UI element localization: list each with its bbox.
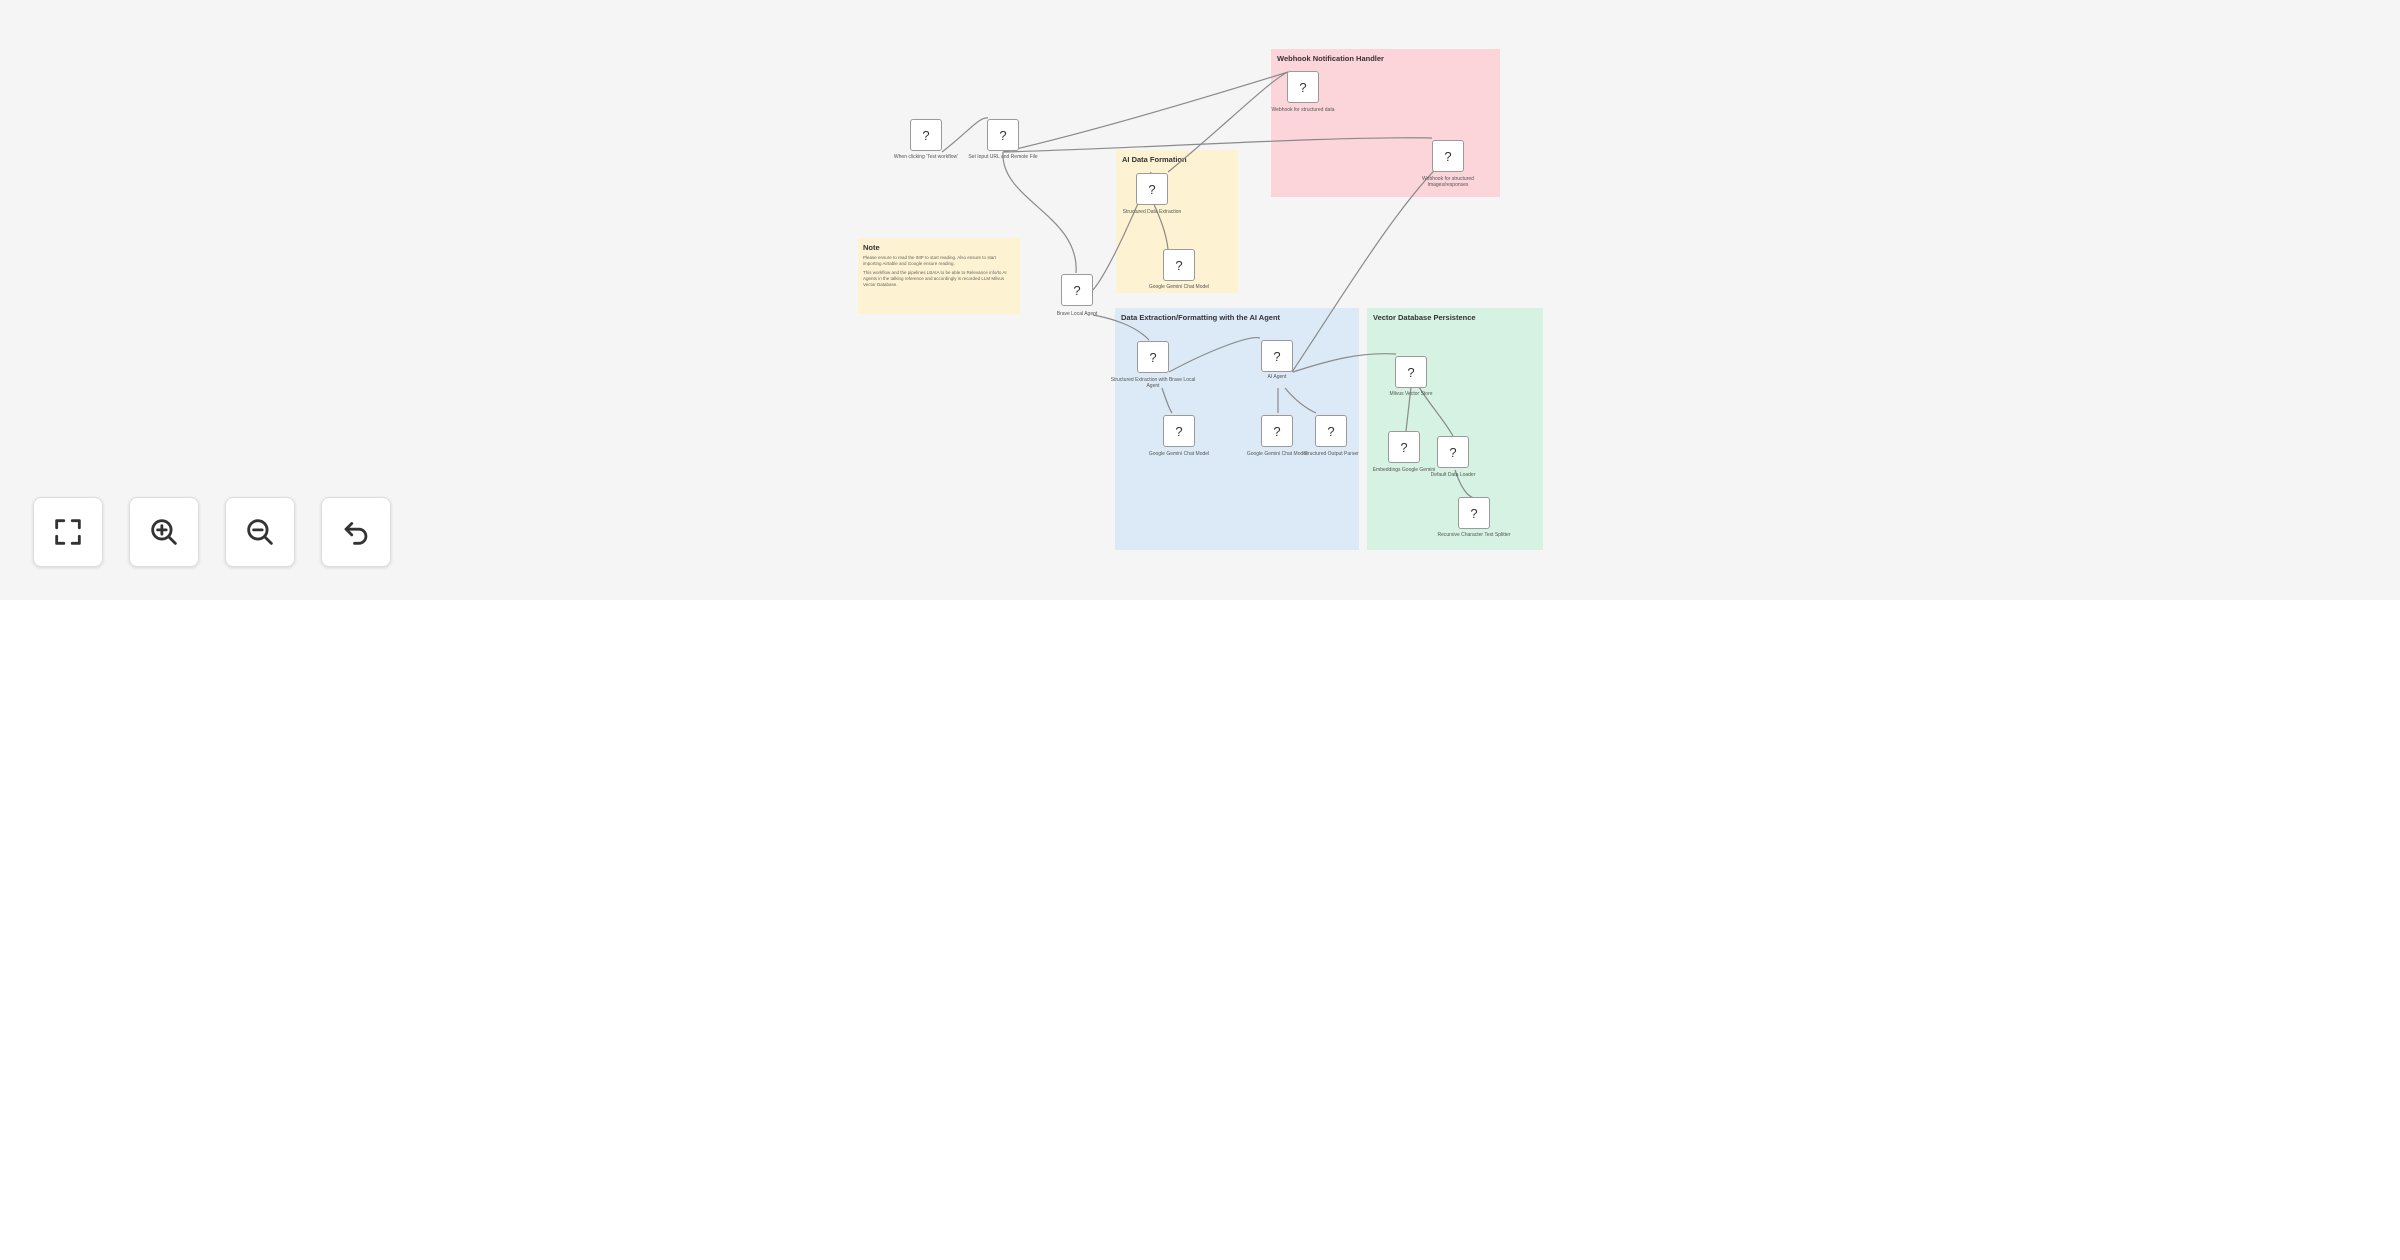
node-manual-trigger[interactable]: ?	[910, 119, 942, 151]
zoom-in-button[interactable]	[129, 497, 199, 567]
unknown-icon: ?	[922, 127, 930, 143]
node-label: Structured Extraction with Brave Local A…	[1110, 377, 1196, 389]
node-brave-local-agent[interactable]: ?	[1061, 274, 1093, 306]
unknown-icon: ?	[999, 127, 1007, 143]
node-structured-data-extraction[interactable]: ?	[1136, 173, 1168, 205]
unknown-icon: ?	[1327, 423, 1335, 439]
unknown-icon: ?	[1299, 79, 1307, 95]
node-default-data-loader[interactable]: ?	[1437, 436, 1469, 468]
node-label: Google Gemini Chat Model	[1148, 451, 1210, 457]
node-label: Webhook for structured data	[1271, 107, 1335, 113]
node-label: Webhook for structured Images/responses	[1422, 176, 1474, 188]
node-gemini-chat-model[interactable]: ?	[1163, 415, 1195, 447]
zoom-in-icon	[151, 519, 177, 545]
group-title: Webhook Notification Handler	[1277, 54, 1384, 63]
unknown-icon: ?	[1407, 364, 1415, 380]
group-vector-database-persistence[interactable]: Vector Database Persistence	[1367, 308, 1543, 550]
unknown-icon: ?	[1175, 423, 1183, 439]
node-webhook-images[interactable]: ?	[1432, 140, 1464, 172]
unknown-icon: ?	[1470, 505, 1478, 521]
fit-view-button[interactable]	[33, 497, 103, 567]
connection	[1002, 71, 1289, 153]
node-label: Embeddings Google Gemini	[1372, 467, 1436, 473]
unknown-icon: ?	[1449, 444, 1457, 460]
reset-view-button[interactable]	[321, 497, 391, 567]
node-text-splitter[interactable]: ?	[1458, 497, 1490, 529]
note-text: Please ensure to read the IMP to start r…	[863, 255, 996, 266]
node-label: Milvus Vector Store	[1389, 391, 1433, 397]
node-gemini-chat-model[interactable]: ?	[1163, 249, 1195, 281]
node-webhook-structured-data[interactable]: ?	[1287, 71, 1319, 103]
unknown-icon: ?	[1175, 257, 1183, 273]
unknown-icon: ?	[1273, 348, 1281, 364]
note-text: This workflow and the pipelines LBAIA to…	[863, 270, 1007, 287]
node-gemini-chat-model[interactable]: ?	[1261, 415, 1293, 447]
node-structured-output-parser[interactable]: ?	[1315, 415, 1347, 447]
unknown-icon: ?	[1400, 439, 1408, 455]
workflow-canvas[interactable]: Webhook Notification Handler AI Data For…	[0, 0, 2400, 600]
unknown-icon: ?	[1149, 349, 1157, 365]
node-embeddings[interactable]: ?	[1388, 431, 1420, 463]
zoom-out-icon	[247, 519, 273, 545]
node-label: AI Agent	[1267, 374, 1287, 380]
unknown-icon: ?	[1444, 148, 1452, 164]
fullscreen-icon	[55, 519, 81, 545]
unknown-icon: ?	[1273, 423, 1281, 439]
node-label: Set Input URL and Remote File	[968, 154, 1038, 160]
node-label: Recursive Character Text Splitter	[1437, 532, 1511, 538]
unknown-icon: ?	[1073, 282, 1081, 298]
node-label: Brave Local Agent	[1056, 311, 1098, 317]
group-title: Vector Database Persistence	[1373, 313, 1476, 322]
group-title: AI Data Formation	[1122, 155, 1187, 164]
connection	[941, 117, 989, 153]
note-title: Note	[863, 243, 880, 252]
node-label: When clicking 'Test workflow'	[893, 154, 959, 160]
zoom-out-button[interactable]	[225, 497, 295, 567]
node-label: Default Data Loader	[1430, 472, 1476, 478]
unknown-icon: ?	[1148, 181, 1156, 197]
node-label: Structured Data Extraction	[1122, 209, 1182, 215]
node-milvus-vector-store[interactable]: ?	[1395, 356, 1427, 388]
undo-icon	[344, 522, 368, 545]
group-title: Data Extraction/Formatting with the AI A…	[1121, 313, 1281, 322]
node-label: Google Gemini Chat Model	[1246, 451, 1308, 457]
sticky-note[interactable]: Note Please ensure to read the IMP to st…	[858, 238, 1020, 314]
node-label: Structured Output Parser	[1303, 451, 1359, 457]
node-set-input[interactable]: ?	[987, 119, 1019, 151]
node-ai-agent[interactable]: ?	[1261, 340, 1293, 372]
node-label: Google Gemini Chat Model	[1148, 284, 1210, 290]
node-structured-extraction[interactable]: ?	[1137, 341, 1169, 373]
